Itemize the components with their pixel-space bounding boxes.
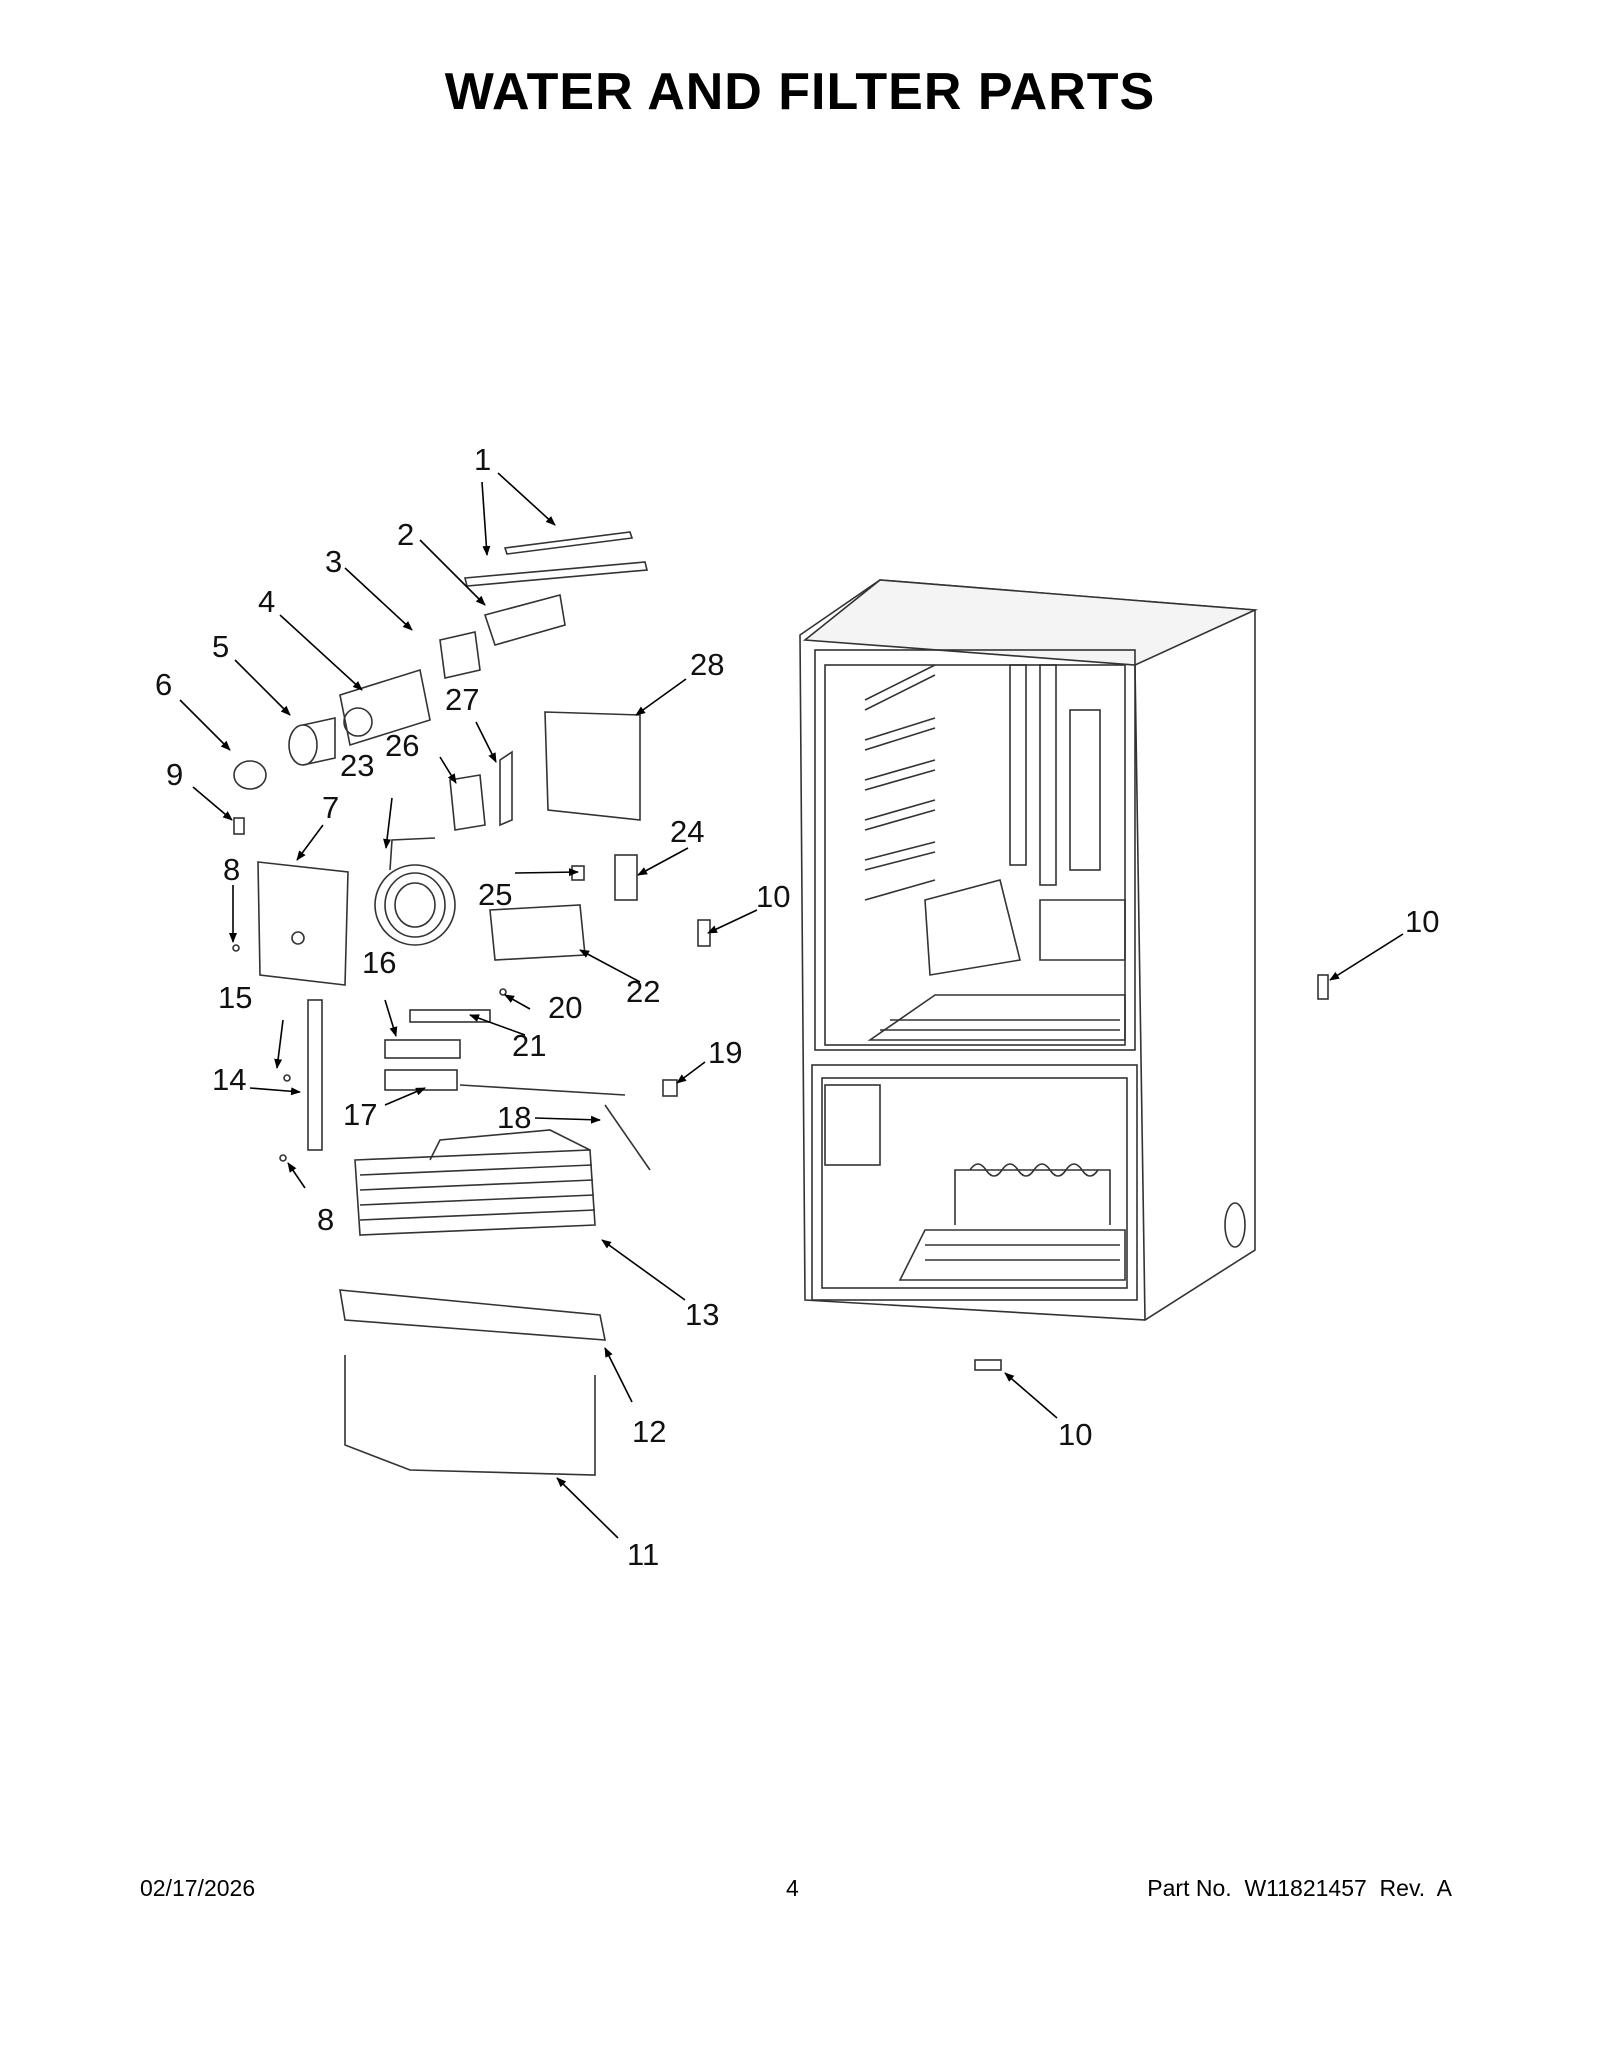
cover-part-7 xyxy=(257,861,349,986)
footer-page-number: 4 xyxy=(786,1875,799,1901)
part-22 xyxy=(489,904,586,961)
callout-10b: 10 xyxy=(1405,904,1439,939)
callout-17: 17 xyxy=(343,1097,377,1132)
callout-14: 14 xyxy=(212,1062,246,1097)
part-15 xyxy=(283,1074,291,1082)
callout-9: 9 xyxy=(166,757,183,792)
filter-part-5 xyxy=(288,724,318,766)
cap-part-6 xyxy=(233,760,267,790)
sensor-part-10b xyxy=(1317,974,1329,1000)
callout-labels: 1 2 3 4 5 6 7 8 8 9 10 10 10 11 12 13 14… xyxy=(155,442,1439,1572)
part-24 xyxy=(614,854,638,901)
callout-27: 27 xyxy=(445,682,479,717)
tubing-coil-part-23 xyxy=(374,837,456,946)
evaporator-part-13 xyxy=(354,1129,596,1236)
footer-date: 02/17/2026 xyxy=(140,1875,256,1901)
part-25 xyxy=(571,865,585,881)
part-9 xyxy=(233,817,245,835)
part-18 xyxy=(604,1104,651,1171)
part-20 xyxy=(499,988,507,996)
callout-2: 2 xyxy=(397,517,414,552)
tray-part-12 xyxy=(339,1289,606,1341)
sensor-part-10c xyxy=(974,1359,1002,1371)
callout-7: 7 xyxy=(322,790,339,825)
callout-5: 5 xyxy=(212,629,229,664)
callout-13: 13 xyxy=(685,1297,719,1332)
callout-12: 12 xyxy=(632,1414,666,1449)
callout-10a: 10 xyxy=(756,879,790,914)
part-19 xyxy=(662,1079,678,1097)
strip-part-14 xyxy=(307,999,323,1151)
filter-housing-part-4 xyxy=(339,668,431,747)
callout-3: 3 xyxy=(325,544,342,579)
callout-28: 28 xyxy=(690,647,724,682)
rail-part-1a xyxy=(503,531,634,555)
page-title: WATER AND FILTER PARTS xyxy=(444,63,1156,121)
footer-part-number: Part No. W11821457 Rev. A xyxy=(1147,1875,1452,1901)
panel-part-28 xyxy=(544,711,641,821)
callout-22: 22 xyxy=(626,974,660,1009)
part-21 xyxy=(409,1009,491,1023)
callout-1: 1 xyxy=(474,442,491,477)
screw-part-8a xyxy=(232,944,240,952)
heater-part-11 xyxy=(344,1355,596,1476)
refrigerator-cabinet xyxy=(799,579,1259,1321)
callout-24: 24 xyxy=(670,814,704,849)
callout-26: 26 xyxy=(385,728,419,763)
callout-10c: 10 xyxy=(1058,1417,1092,1452)
callout-4: 4 xyxy=(258,584,275,619)
part-17 xyxy=(384,1069,458,1091)
rail-part-1b xyxy=(463,561,649,587)
part-16 xyxy=(384,1039,461,1059)
callout-25: 25 xyxy=(478,877,512,912)
bracket-part-2 xyxy=(483,594,566,646)
callout-19: 19 xyxy=(708,1035,742,1070)
part-3 xyxy=(439,631,481,679)
callout-15: 15 xyxy=(218,980,252,1015)
valve-part-26 xyxy=(449,774,486,831)
callout-23: 23 xyxy=(340,748,374,783)
callout-18: 18 xyxy=(497,1100,531,1135)
callout-20: 20 xyxy=(548,990,582,1025)
callout-8a: 8 xyxy=(223,852,240,887)
callout-11: 11 xyxy=(627,1537,659,1572)
callout-21: 21 xyxy=(512,1028,546,1063)
screw-part-8b xyxy=(279,1154,287,1162)
callout-8b: 8 xyxy=(317,1202,334,1237)
callout-16: 16 xyxy=(362,945,396,980)
part-27 xyxy=(499,750,513,827)
callout-6: 6 xyxy=(155,667,172,702)
